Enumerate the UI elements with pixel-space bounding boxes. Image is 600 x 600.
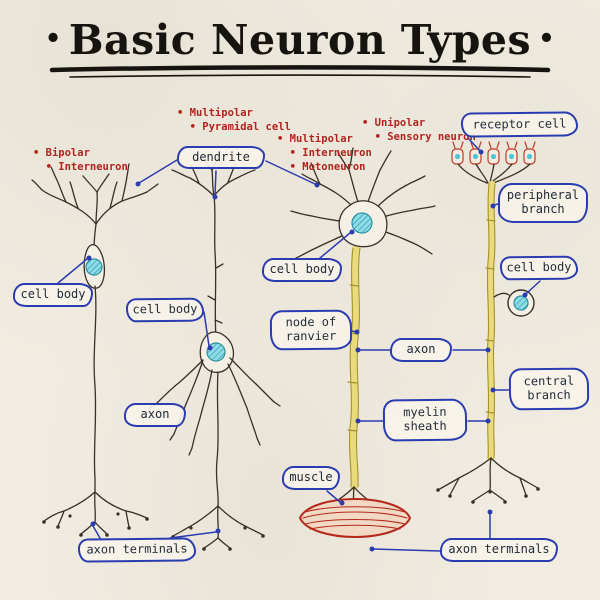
bipolar-nucleus	[85, 258, 103, 276]
type-label-pyramidal: • Multipolar • Pyramidal cell	[177, 107, 291, 134]
title-left-dot: •	[44, 23, 62, 54]
title-underline	[49, 65, 551, 78]
type-label-motoneuron: • Multipolar • Interneuron • Motoneuron	[277, 133, 372, 174]
bipolar-neuron-drawing	[31, 163, 159, 537]
pyramidal-neuron-drawing	[149, 153, 281, 551]
muscle-drawing	[298, 497, 412, 539]
connector-lines	[57, 137, 541, 552]
page-title: •Basic Neuron Types•	[0, 16, 600, 64]
motoneuron-nucleus	[351, 212, 373, 234]
label-box-myelin-sheath: myelin sheath	[382, 398, 468, 442]
label-box-cell-body-pyramidal: cell body	[125, 297, 205, 323]
connector-dots	[86, 149, 528, 552]
label-box-dendrite: dendrite	[177, 146, 265, 169]
sensory-nucleus	[513, 295, 529, 311]
type-label-sensory: • Unipolar • Sensory neuron	[362, 117, 476, 144]
type-label-bipolar: • Bipolar • Interneuron	[33, 147, 128, 174]
label-box-receptor-cell: receptor cell	[460, 111, 579, 138]
label-box-cell-body-motoneuron: cell body	[262, 258, 342, 282]
label-box-node-of-ranvier: node of ranvier	[269, 309, 353, 351]
label-box-axon-left: axon	[124, 403, 186, 427]
label-box-axon-terminals-left: axon terminals	[77, 537, 197, 563]
label-box-cell-body-bipolar: cell body	[13, 283, 93, 307]
title-text: Basic Neuron Types	[68, 16, 532, 64]
label-box-central-branch: central branch	[508, 367, 590, 411]
label-box-axon-right: axon	[390, 338, 452, 362]
label-box-axon-terminals-right: axon terminals	[440, 538, 558, 562]
label-box-muscle: muscle	[282, 466, 340, 490]
title-right-dot: •	[538, 23, 556, 54]
receptor-cells	[451, 141, 536, 165]
label-box-cell-body-sensory: cell body	[499, 255, 579, 281]
sensory-neuron-drawing	[436, 141, 540, 504]
label-box-peripheral-branch: peripheral branch	[498, 183, 588, 223]
